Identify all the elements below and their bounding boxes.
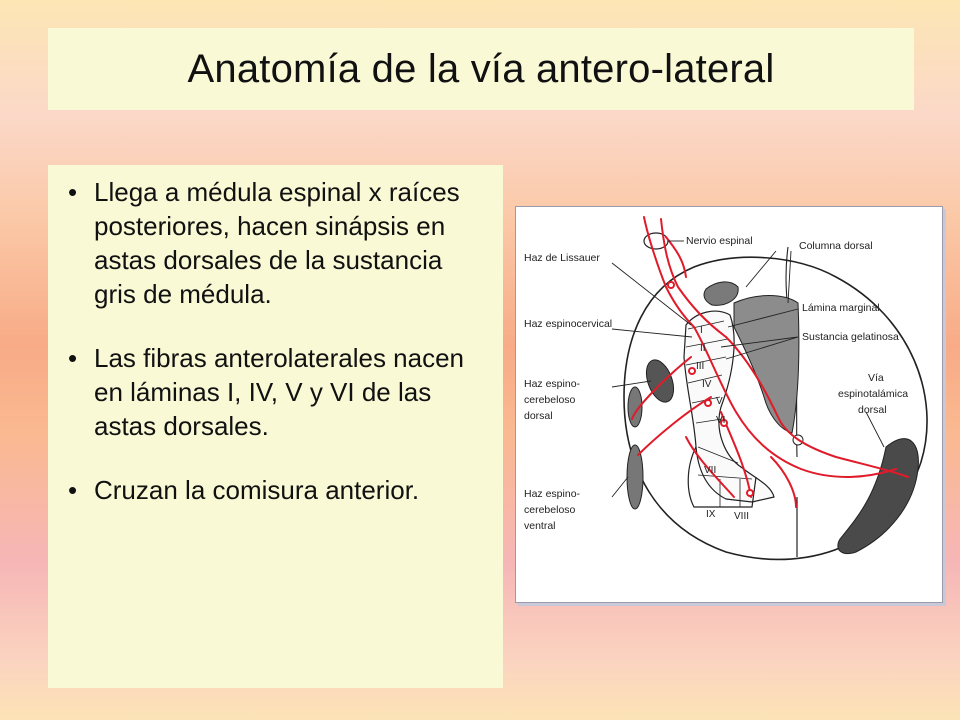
label-haz-espino-dorsal-2: cerebeloso [524,394,576,406]
slide-title: Anatomía de la vía antero-lateral [187,46,775,91]
bullet-text: Las fibras anterolaterales nacen en lámi… [94,343,465,441]
label-haz-espino-ventral-3: ventral [524,520,556,532]
label-columna-dorsal: Columna dorsal [799,240,873,252]
red-pathways [631,216,909,508]
spinal-cord-figure: Nervio espinal Columna dorsal Haz de Lis… [515,206,943,603]
columna-dorsal-top [703,281,739,306]
lamina-label: V [716,396,723,407]
title-box: Anatomía de la vía antero-lateral [48,28,914,110]
grey-matter-ventral [687,446,757,508]
lamina-label: IV [702,379,712,390]
label-sustancia-gelatinosa: Sustancia gelatinosa [802,331,899,343]
bullet-item: • Cruzan la comisura anterior. [60,473,487,507]
via-espinotalamica-tract [837,438,919,554]
spinal-cord-diagram: Nervio espinal Columna dorsal Haz de Lis… [524,216,928,561]
haz-espino-ventral-tract [626,444,644,510]
columna-dorsal-region [733,295,800,434]
bullet-item: • Las fibras anterolaterales nacen en lá… [60,341,487,443]
lamina-label: IX [706,509,716,520]
bullet-marker: • [68,177,78,207]
lamina-label: VI [716,415,725,426]
label-lamina-marginal: Lámina marginal [802,302,880,314]
lamina-label: VIII [734,511,749,522]
label-via-espinotalamica-2: espinotalámica [838,388,908,400]
bullet-list: • Llega a médula espinal x raíces poster… [60,175,487,507]
bullet-text: Llega a médula espinal x raíces posterio… [94,177,460,309]
bullet-item: • Llega a médula espinal x raíces poster… [60,175,487,311]
label-haz-lissauer: Haz de Lissauer [524,252,600,264]
label-haz-espino-dorsal-1: Haz espino- [524,378,581,390]
lamina-label: II [700,343,706,354]
lamina-label: I [700,325,703,336]
bullet-marker: • [68,475,78,505]
lamina-label: VII [704,465,716,476]
label-haz-espinocervical: Haz espinocervical [524,318,612,330]
bullet-panel: • Llega a médula espinal x raíces poster… [48,165,503,688]
lamina-label: III [696,361,704,372]
label-haz-espino-dorsal-3: dorsal [524,410,553,422]
bullet-marker: • [68,343,78,373]
label-nervio-espinal: Nervio espinal [686,235,753,247]
label-haz-espino-ventral-1: Haz espino- [524,488,581,500]
haz-espino-dorsal-tract [627,386,643,428]
bullet-text: Cruzan la comisura anterior. [94,475,420,505]
label-haz-espino-ventral-2: cerebeloso [524,504,576,516]
label-via-espinotalamica-3: dorsal [858,404,887,416]
leader-lines [611,240,885,498]
label-via-espinotalamica-1: Vía [868,372,884,384]
